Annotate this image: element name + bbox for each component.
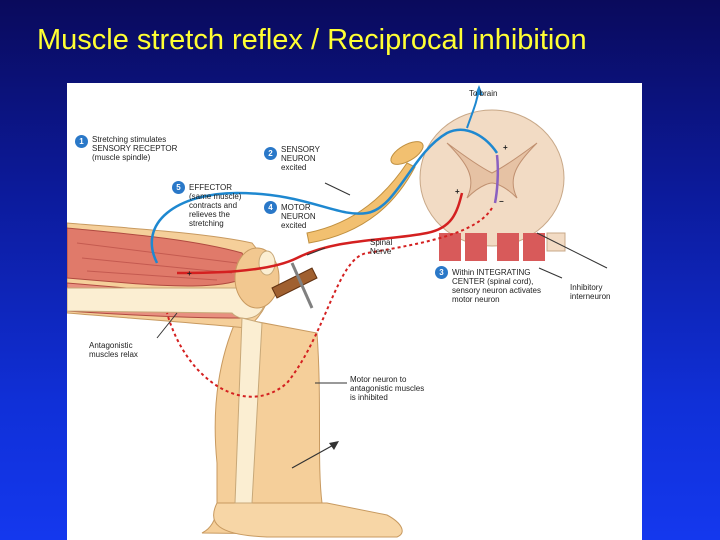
motor-neuron-antagonistic-label: Motor neuron to antagonistic muscles is … (350, 375, 425, 402)
sensory-neuron-path (150, 128, 499, 264)
antagonistic-muscles-label: Antagonistic muscles relax (89, 341, 138, 359)
plus-symbol-muscle: + (187, 269, 192, 278)
step-4-label: MOTOR NEURON excited (281, 203, 316, 230)
step-2-badge: 2 (264, 147, 277, 160)
step-3-badge: 3 (435, 266, 448, 279)
spinal-nerve (306, 162, 416, 244)
step-1-label: Stretching stimulates SENSORY RECEPTOR (… (92, 135, 178, 162)
dorsal-root-ganglion (390, 141, 424, 165)
motor-neuron-path (176, 192, 464, 275)
inhibitory-interneuron-label: Inhibitory interneuron (570, 283, 611, 301)
lower-leg (201, 317, 368, 536)
plus-symbol-brain: + (503, 143, 508, 152)
arrow-to-reflex (291, 442, 338, 469)
plus-symbol-motor: + (455, 187, 460, 196)
foot (213, 502, 403, 538)
step-5-label: EFFECTOR (same muscle) contracts and rel… (189, 183, 242, 228)
reflex-diagram: 1 2 3 4 5 Stretching stimulates SENSORY … (67, 83, 642, 540)
antagonist-motor-neuron-path (166, 207, 493, 398)
step-2-label: SENSORY NEURON excited (281, 145, 320, 172)
step-1-badge: 1 (75, 135, 88, 148)
step-5-badge: 5 (172, 181, 185, 194)
step-4-badge: 4 (264, 201, 277, 214)
to-brain-label: To brain (469, 89, 498, 98)
inhibitory-interneuron-path (493, 154, 500, 204)
minus-symbol-interneuron: − (499, 197, 504, 206)
step-3-label: Within INTEGRATING CENTER (spinal cord),… (452, 268, 541, 304)
reflex-illustration (67, 85, 608, 538)
slide-title: Muscle stretch reflex / Reciprocal inhib… (37, 24, 587, 56)
spinal-nerve-label: Spinal Nerve (370, 238, 393, 256)
tibia-bone (234, 317, 263, 504)
patella (258, 250, 276, 276)
spinal-cord (419, 109, 566, 261)
